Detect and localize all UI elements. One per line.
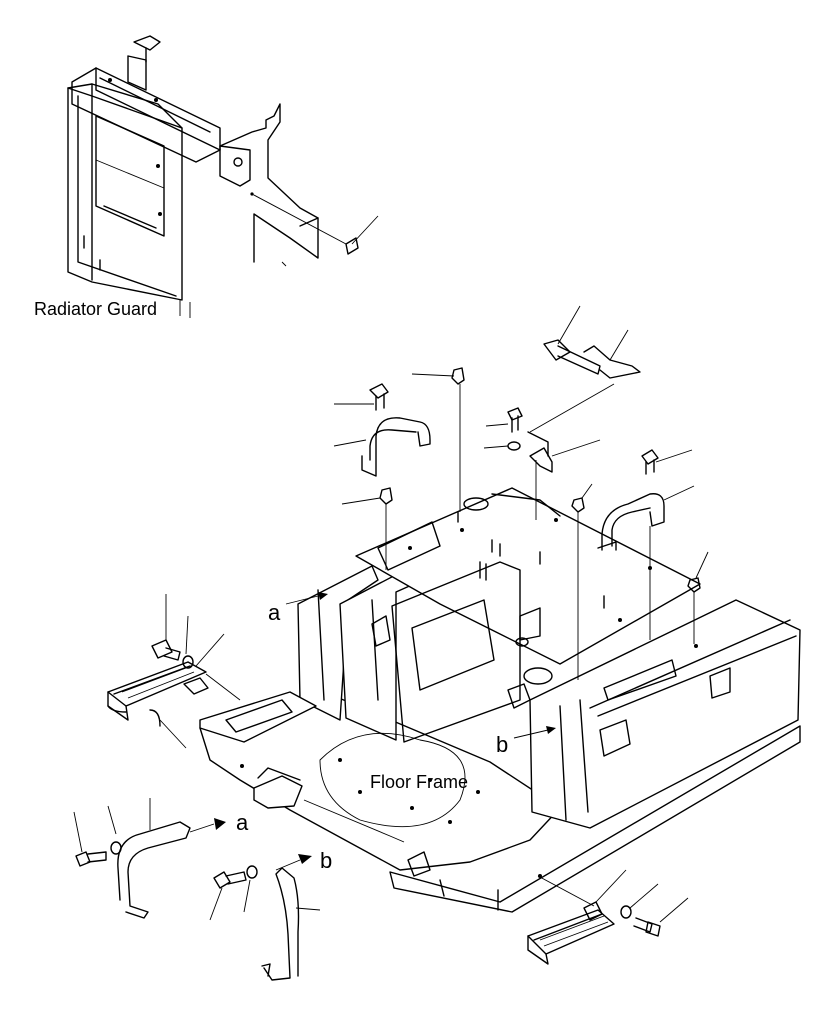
bolt-right-step [620,883,689,937]
nut-top-center [411,367,465,512]
nut-right [687,551,709,644]
handrail-lower-b [261,867,321,981]
bolt-washer-top-center [483,407,523,451]
step-left [107,661,241,749]
radiator-guard-assembly: Radiator Guard [34,35,379,319]
bolt-top-right [641,449,693,475]
bolt-lower-a [73,811,122,867]
reference-arrow-b-main: b [496,726,556,757]
handrail-lower-a [107,798,191,919]
bolt-top-left [334,383,389,411]
pin-assembly-top-right [529,305,641,433]
reference-arrow-a-rail: a [189,810,249,835]
reference-arrow-b-rail: b [275,848,332,873]
radiator-guard-label: Radiator Guard [34,299,157,319]
floor-frame-assembly: Floor Frame [199,487,801,913]
bracket-top-center [527,431,601,520]
reference-letter-b-rail: b [320,848,332,873]
handrail-top-right [597,485,695,640]
bolt-lower-b [209,865,258,921]
handrail-top-left [333,417,431,477]
nut-top-right [571,483,593,680]
reference-letter-a-rail: a [236,810,249,835]
nut-left [341,487,393,570]
bolt-left-step [151,594,225,669]
reference-arrow-a-main: a [268,592,328,625]
floor-frame-label: Floor Frame [370,772,468,792]
reference-letter-a-main: a [268,600,281,625]
reference-letter-b-main: b [496,732,508,757]
step-right [527,869,627,965]
